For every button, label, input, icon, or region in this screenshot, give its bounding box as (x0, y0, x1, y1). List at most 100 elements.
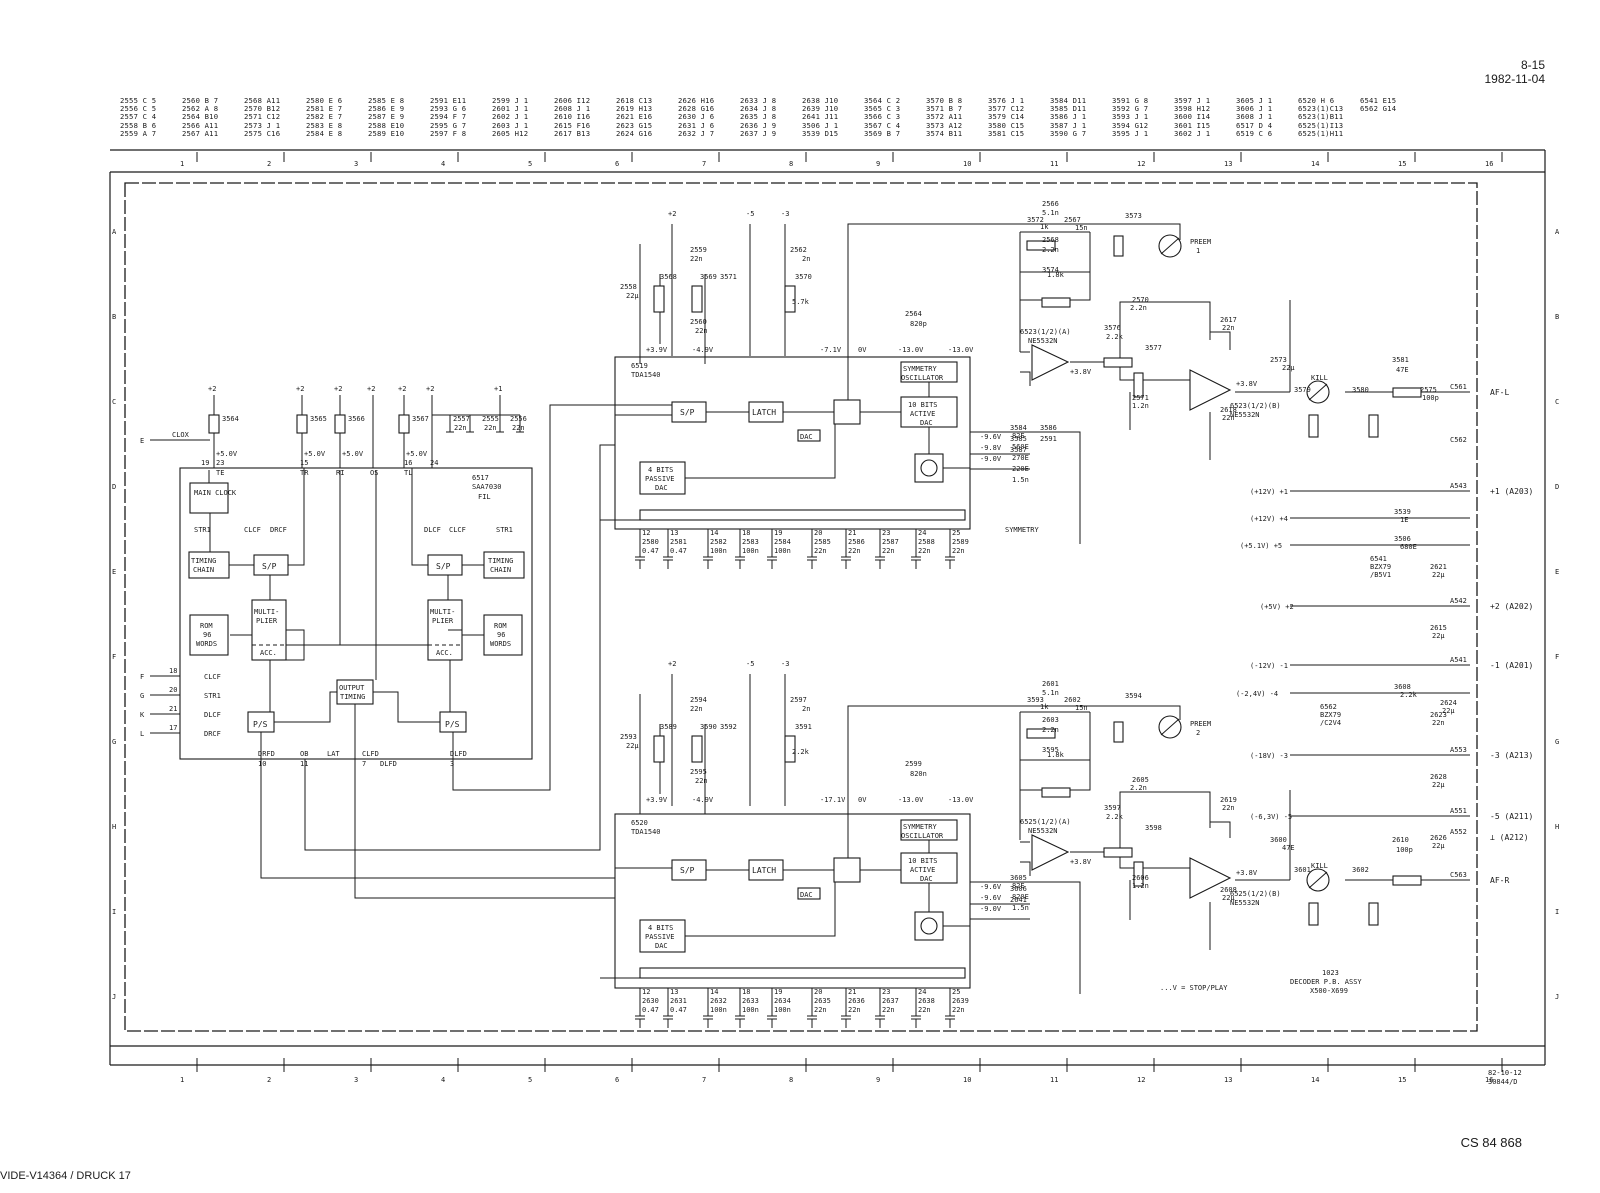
dac-bot-cap-ref: 2634 (774, 997, 791, 1005)
dac-top-cap (703, 529, 713, 569)
input-drcf: DRCF (204, 730, 221, 738)
dac-bot-cap (911, 988, 921, 1028)
out-top-val: 2.2k (1106, 333, 1124, 341)
svg-text:6523(1/2)(B): 6523(1/2)(B) (1230, 402, 1281, 410)
svg-text:2: 2 (1196, 729, 1200, 737)
grid-row-right: G (1555, 738, 1559, 746)
svg-text:2557: 2557 (453, 415, 470, 423)
sdt-ref: 6517 (472, 474, 489, 482)
dac-bot-cap (703, 988, 713, 1028)
dac-bot-cap-val: 100n (710, 1006, 727, 1014)
sdt-suffix: FIL (478, 493, 491, 501)
dac-bot-cap-pin: 20 (814, 988, 822, 996)
svg-text:18: 18 (169, 667, 177, 675)
dac-bot-volt: 0V (858, 796, 867, 804)
svg-text:LATCH: LATCH (752, 408, 776, 417)
out-top-part: 3577 (1145, 344, 1162, 352)
svg-text:11: 11 (300, 760, 308, 768)
svg-text:3565: 3565 (310, 415, 327, 423)
grid-row-right: A (1555, 228, 1560, 236)
dac-bot-part-val: 2n (802, 705, 810, 713)
dac-bottom-type: TDA1540 (631, 828, 661, 836)
out-bot-part: 2608 (1220, 886, 1237, 894)
part-list-column: 3564 C 2 3565 C 3 3566 C 3 3567 C 4 3569… (864, 97, 901, 138)
svg-text:SYMMETRY: SYMMETRY (903, 823, 938, 831)
out-bot-part: 3593 (1027, 696, 1044, 704)
dac-bot-part: 2599 (905, 760, 922, 768)
svg-text:16: 16 (404, 459, 412, 467)
dac-top-cap-pin: 23 (882, 529, 890, 537)
dac-bot-part: 3591 (795, 723, 812, 731)
out-bot-val: 22n (1222, 804, 1235, 812)
dac-top-part: 3570 (795, 273, 812, 281)
svg-text:ACTIVE: ACTIVE (910, 410, 935, 418)
svg-text:ROM: ROM (494, 622, 507, 630)
svg-text:OUTPUT: OUTPUT (339, 684, 365, 692)
svg-text:+2: +2 (367, 385, 375, 393)
dac-bot-volt: -13.0V (898, 796, 924, 804)
dac-bot-resistor (691, 735, 703, 763)
supply-part-val: 1E (1400, 516, 1408, 524)
svg-text:CLFD: CLFD (362, 750, 379, 758)
out-bot-part: 3595 (1042, 746, 1059, 754)
multiplier-right: PLIER (432, 617, 454, 625)
svg-text:+3.8V: +3.8V (1070, 858, 1092, 866)
dac-top-trim: 3584 (1010, 424, 1027, 432)
svg-text:21: 21 (169, 705, 177, 713)
out-bot-part: 2619 (1220, 796, 1237, 804)
svg-text:10 BITS: 10 BITS (908, 857, 938, 865)
svg-text:F: F (140, 673, 144, 681)
svg-text:24: 24 (430, 459, 438, 467)
acc-right: ACC. (436, 649, 453, 657)
part-list-column: 3591 G 8 3592 G 7 3593 J 1 3594 G12 3595… (1112, 97, 1149, 138)
out-top-val: 100p (1422, 394, 1439, 402)
dac-top-trim-volt: -9.6V (980, 433, 1002, 441)
dac-top-trim-wires (970, 431, 1081, 544)
dac-top-cap-ref: 2585 (814, 538, 831, 546)
dac-top-cap-ref: 2584 (774, 538, 791, 546)
supply-input: (-12V) -1 (1250, 662, 1288, 670)
dac-top-part-val: 22n (690, 255, 703, 263)
svg-text:20: 20 (169, 686, 177, 694)
svg-text:+2: +2 (426, 385, 434, 393)
out-top-val: 5.1n (1042, 209, 1059, 217)
supply-cap: 2621 (1430, 563, 1447, 571)
dac-top-cap (911, 529, 921, 569)
svg-text:ACTIVE: ACTIVE (910, 866, 935, 874)
svg-text:7: 7 (362, 760, 366, 768)
grid-col-bottom: 1 (180, 1076, 184, 1084)
out-bot-part: 3601 (1294, 866, 1311, 874)
supply-input: (+5V) +2 (1260, 603, 1294, 611)
supply-part: 3506 (1394, 535, 1411, 543)
dac-bot-resistor (784, 735, 796, 763)
grid-row-left: F (112, 653, 116, 661)
svg-text:E: E (140, 437, 144, 445)
dac-top-trim-val: 82E (1012, 432, 1025, 440)
dac-bot-part: 2593 (620, 733, 637, 741)
dac-bot-cap-val: 0.47 (670, 1006, 687, 1014)
part-list-column: 6520 H 6 6523(1)C13 6523(1)B11 6525(1)I1… (1298, 97, 1344, 138)
supply-output: +1 (A203) (1490, 487, 1533, 496)
dac-top-trim-val: 560E (1012, 443, 1029, 451)
grid-row-left: G (112, 738, 116, 746)
dac-bot-cap-ref: 2635 (814, 997, 831, 1005)
dac-bot-cap-pin: 14 (710, 988, 718, 996)
part-list-column: 3605 J 1 3606 J 1 3608 J 1 6517 D 4 6519… (1236, 97, 1273, 138)
dac-top-type: TDA1540 (631, 371, 661, 379)
dac-bot-cap-ref: 2632 (710, 997, 727, 1005)
rom-left: WORDS (196, 640, 217, 648)
str1-right: STR1 (496, 526, 513, 534)
dac-bot-supply: +2 (668, 660, 676, 668)
svg-text:22n: 22n (484, 424, 497, 432)
svg-text:TE: TE (216, 469, 224, 477)
svg-text:C563: C563 (1450, 871, 1467, 879)
svg-text:OB: OB (300, 750, 308, 758)
supply-diode: BZX79 (1370, 563, 1391, 571)
svg-text:DAC: DAC (655, 484, 668, 492)
svg-text:3: 3 (450, 760, 454, 768)
output-stage-left: PREEM 1 KILL 6523(1/2)(A) NE5532N 6523(1… (1019, 231, 1509, 460)
dac-bot-part: 2597 (790, 696, 807, 704)
svg-text:DAC: DAC (800, 433, 813, 441)
dac-top-cap-val: 100n (710, 547, 727, 555)
